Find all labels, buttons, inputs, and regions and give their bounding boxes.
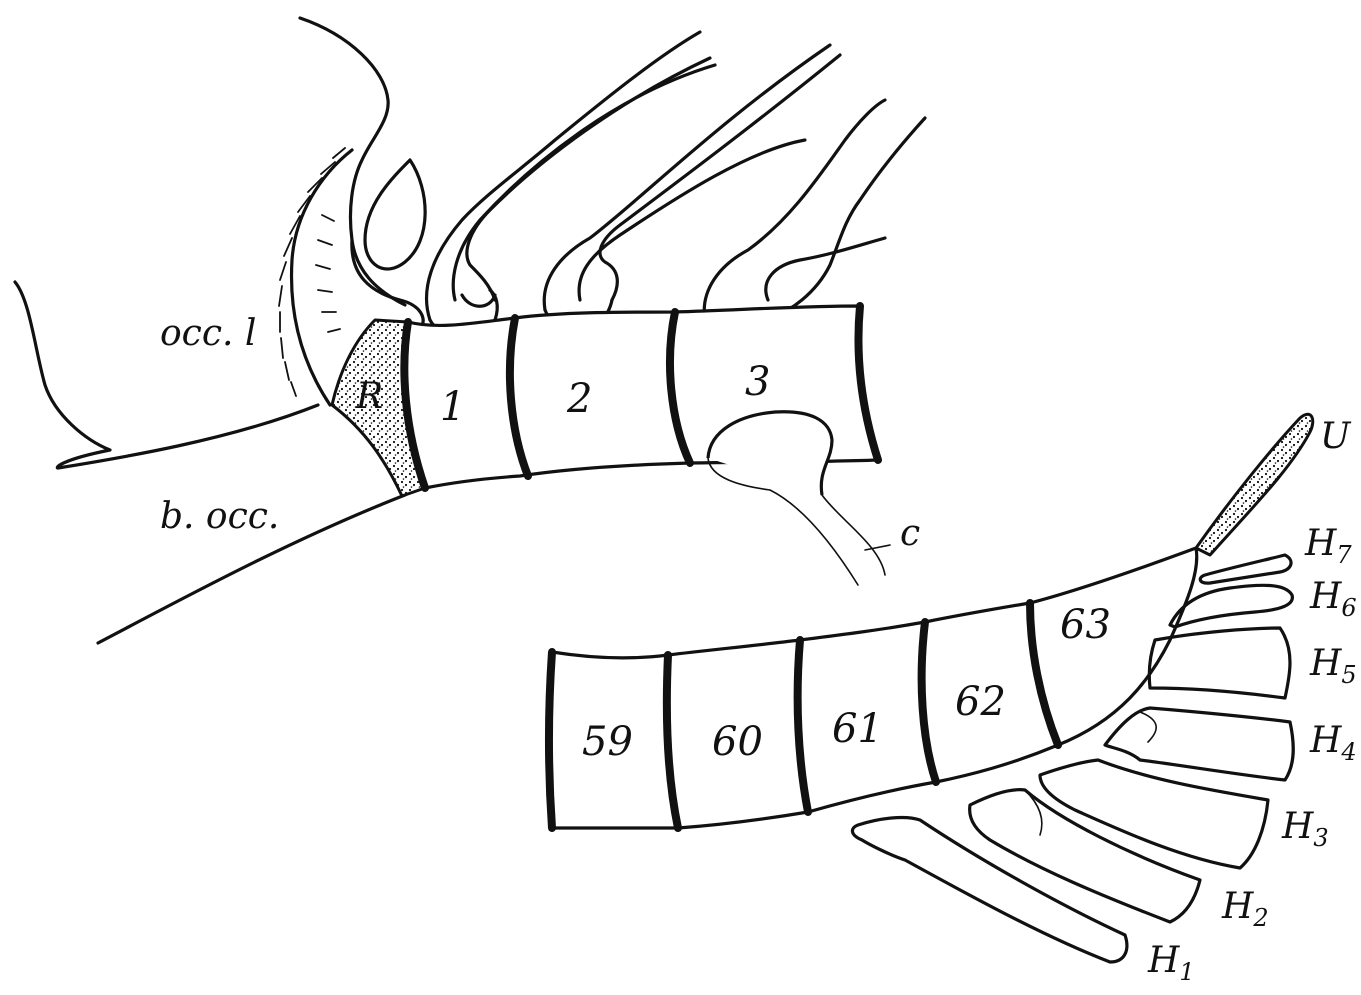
label-U: U [1320,416,1352,457]
label-b-occ: b. occ. [160,496,279,537]
hypural-4 [1105,708,1293,780]
vertebra-label-60: 60 [712,719,763,765]
label-occ-l: occ. l [160,313,256,354]
hypural-7 [1200,555,1291,583]
hypural-label-6: H6 [1309,576,1357,622]
vertebra-label-61: 61 [832,706,883,752]
urostyle-U [1196,414,1313,555]
hypural-label-3: H3 [1281,806,1329,852]
teardrop-process [365,160,425,269]
occipital-hatching [279,148,345,396]
vertebra-label-59: 59 [582,719,633,765]
hypural-label-5: H5 [1309,643,1357,689]
vertebra-label-3: 3 [745,359,770,405]
hypural-label-4: H4 [1309,720,1357,766]
hypural-label-7: H7 [1304,523,1352,569]
vertebra-label-2: 2 [566,376,592,422]
front-vertebral-column [332,306,890,585]
label-c: c [900,513,920,554]
vertebra-label-63: 63 [1060,602,1111,648]
neural-spines [427,32,925,337]
hypural-5 [1149,628,1290,698]
hypural-label-1: H1 [1147,940,1195,986]
caudal-column-body [549,548,1197,828]
hypural-label-2: H2 [1221,886,1269,932]
vertebra-label-1: 1 [440,384,465,430]
label-R: R [355,376,383,417]
vertebra-label-62: 62 [955,679,1006,725]
hypural-2 [970,790,1200,922]
hypural-3 [1040,760,1268,868]
